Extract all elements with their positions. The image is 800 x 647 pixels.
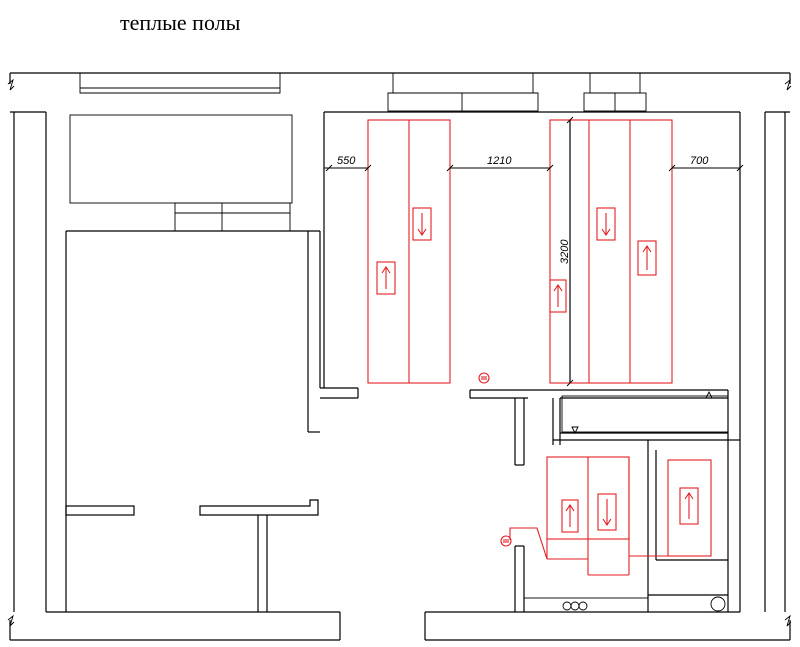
windows [69, 72, 647, 232]
arrow-up-icon [561, 499, 579, 533]
dimension-label-1210: 1210 [487, 155, 512, 167]
heating-zone-bathroom [509, 456, 712, 576]
interior-walls [65, 230, 740, 613]
arrow-up-icon [376, 261, 396, 295]
dimension-550: 550 [324, 155, 372, 172]
flow-arrows [376, 207, 699, 533]
dimension-label-700: 700 [690, 155, 709, 167]
arrow-down-icon [596, 207, 616, 241]
dimension-3200: 3200 [559, 116, 574, 387]
outer-walls [7, 72, 792, 641]
arrow-up-icon [637, 240, 657, 276]
bathroom-fixtures [562, 390, 726, 612]
dimension-700: 700 [668, 155, 744, 172]
arrow-down-icon [597, 493, 617, 531]
dimension-label-550: 550 [337, 155, 356, 167]
arrow-down-icon [412, 207, 432, 241]
arrow-up-icon [679, 487, 699, 525]
thermostat-icon [500, 535, 512, 547]
dimension-label-3200: 3200 [559, 239, 571, 264]
heating-zone-bedroom [367, 119, 673, 384]
arrow-up-icon [549, 279, 567, 313]
dimension-1210: 1210 [446, 155, 554, 172]
thermostat-icon [478, 372, 490, 384]
plan-title: теплые полы [120, 10, 241, 35]
